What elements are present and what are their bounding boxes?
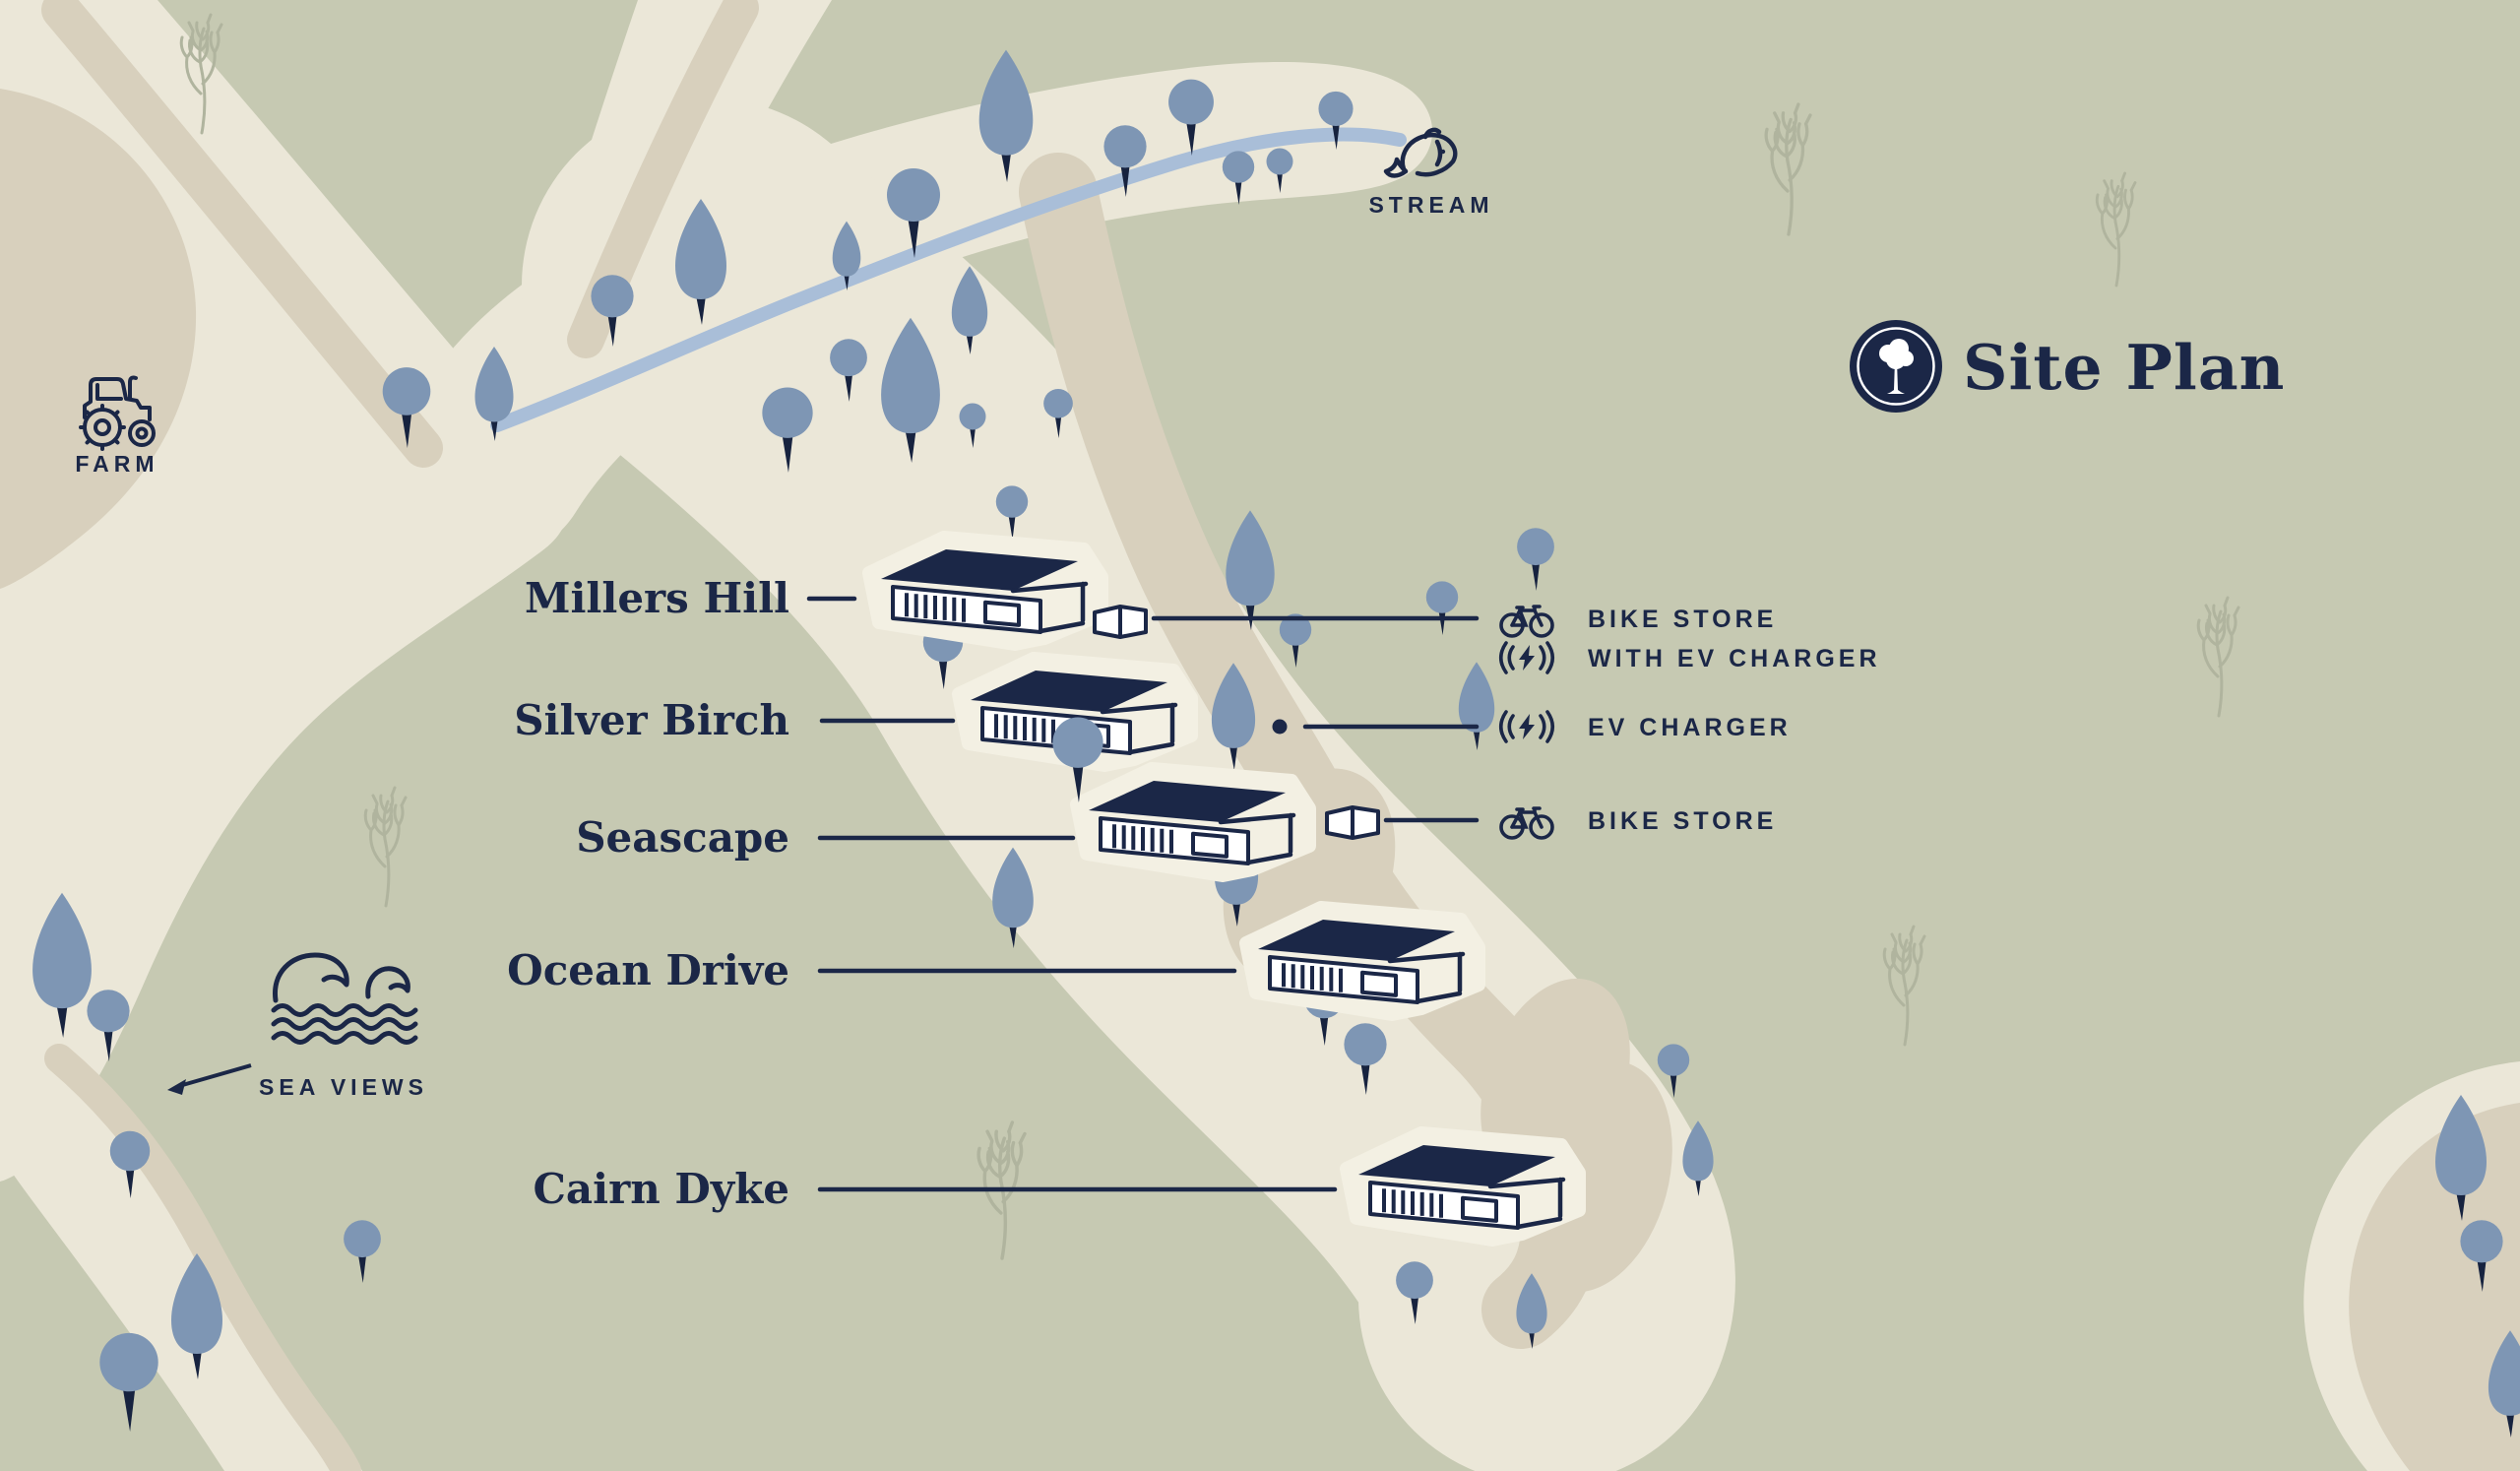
waves-icon [271, 952, 418, 1045]
legend-label-bike-store-1: BIKE STORE [1588, 606, 1777, 633]
legend-label-ev-charger: EV CHARGER [1588, 714, 1792, 741]
sea-views-marker: SEA VIEWS [167, 952, 428, 1100]
cabin-label-cairn-dyke: Cairn Dyke [533, 1165, 789, 1213]
stream-marker: STREAM [1368, 127, 1493, 218]
cabins [869, 538, 1579, 1240]
fish-icon [1383, 127, 1458, 178]
ev-charger-marker-dot [1272, 719, 1288, 735]
callout-lines [806, 596, 1480, 1192]
tractor-icon [79, 375, 156, 451]
bike-store-building-icon [1093, 605, 1148, 639]
dirt-patch [1517, 1060, 1672, 1293]
cabin-millers-hill [869, 538, 1102, 644]
sea-views-label: SEA VIEWS [259, 1074, 428, 1100]
legend-label-bike-store-2: BIKE STORE [1588, 807, 1777, 835]
stream-label: STREAM [1368, 192, 1493, 218]
title-block: Site Plan [1850, 320, 2285, 413]
road-stripe [41, 0, 443, 468]
cabin-label-millers-hill: Millers Hill [525, 574, 789, 622]
cabin-label-seascape: Seascape [576, 813, 789, 862]
farm-marker: FARM [75, 375, 158, 477]
legend-label-with-ev-charger: WITH EV CHARGER [1588, 645, 1881, 672]
cabin-ocean-drive [1246, 908, 1479, 1014]
cabin-label-ocean-drive: Ocean Drive [507, 946, 789, 994]
cabin-seascape [1077, 769, 1309, 875]
farm-label: FARM [75, 451, 158, 477]
tree-logo-icon [1850, 320, 1942, 413]
cabin-label-silver-birch: Silver Birch [514, 696, 789, 744]
road-stripe [44, 1044, 361, 1471]
page-title: Site Plan [1963, 331, 2285, 404]
corner-field [2349, 1103, 2520, 1471]
cabin-cairn-dyke [1347, 1133, 1579, 1240]
stream-clearing [389, 61, 1433, 551]
stream-water [490, 127, 1407, 432]
farm-field [0, 89, 197, 589]
cabin-labels: Millers Hill Silver Birch Seascape Ocean… [507, 574, 789, 1213]
sea-views-arrow-icon [167, 1063, 252, 1095]
legend: BIKE STORE WITH EV CHARGER EV CHARGER BI… [1498, 605, 1881, 840]
bike-store-building-icon [1325, 805, 1380, 840]
